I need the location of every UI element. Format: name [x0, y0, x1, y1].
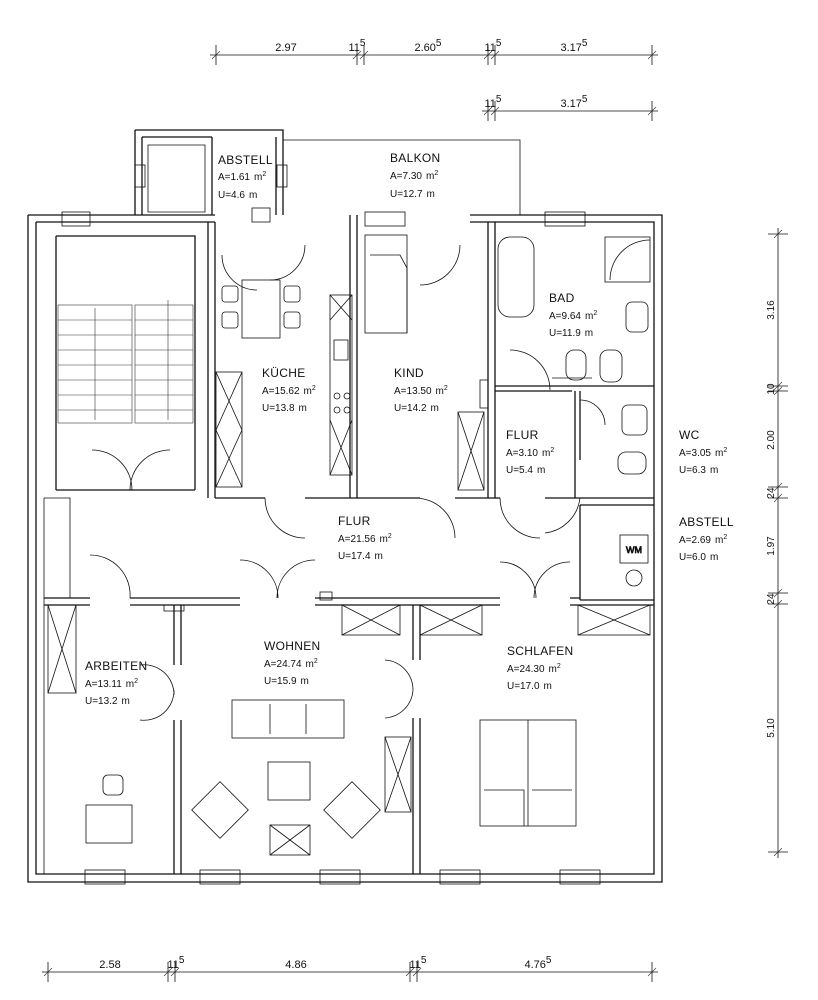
dim-text: 4.86 — [285, 959, 306, 971]
dim-text: 115 — [410, 955, 427, 971]
room-name: KÜCHE — [262, 366, 306, 380]
dim-text: 115 — [485, 38, 502, 54]
dim-text: 3.16 — [766, 300, 777, 320]
dim-text: 2.00 — [766, 430, 777, 450]
top-dimension-chain-2: 115 3.175 — [482, 94, 658, 121]
room-name: FLUR — [506, 428, 539, 442]
dim-text: 2.605 — [415, 38, 442, 54]
dim-text: 5.10 — [766, 718, 777, 738]
dim-text: 115 — [349, 38, 366, 54]
room-name: ABSTELL — [679, 515, 734, 529]
room-name: SCHLAFEN — [507, 644, 573, 658]
dim-text: 115 — [168, 955, 185, 971]
dim-text: 2.97 — [275, 42, 296, 54]
dim-text: 1.97 — [766, 536, 777, 556]
room-name: WOHNEN — [264, 639, 320, 653]
dim-text: 2.58 — [99, 959, 120, 971]
room-name: BALKON — [390, 151, 441, 165]
right-dimension-chain: 3.16 10 2.00 24 1.97 24 5.10 — [766, 228, 788, 858]
room-name: BAD — [549, 291, 575, 305]
furniture: WM — [47, 234, 651, 856]
room-name: WC — [679, 428, 700, 442]
bottom-dimension-chain: 2.58 115 4.86 115 4.765 — [42, 955, 658, 982]
room-name: KIND — [394, 366, 424, 380]
dim-text: 3.175 — [561, 38, 588, 54]
room-name: ABSTELL — [218, 153, 273, 167]
washer-label: WM — [626, 545, 642, 555]
top-dimension-chain-1: 2.97 115 2.605 115 3.175 — [210, 38, 658, 65]
room-name: ARBEITEN — [85, 659, 147, 673]
dim-text: 10 — [766, 383, 777, 395]
dim-text: 24 — [766, 593, 777, 605]
staircase — [57, 300, 194, 424]
dim-text: 115 — [485, 94, 502, 110]
dim-text: 4.765 — [525, 955, 552, 971]
dim-text: 24 — [766, 487, 777, 499]
room-name: FLUR — [338, 514, 371, 528]
walls — [27, 129, 663, 883]
dim-text: 3.175 — [561, 94, 588, 110]
doors — [89, 244, 606, 721]
windows — [61, 164, 601, 885]
